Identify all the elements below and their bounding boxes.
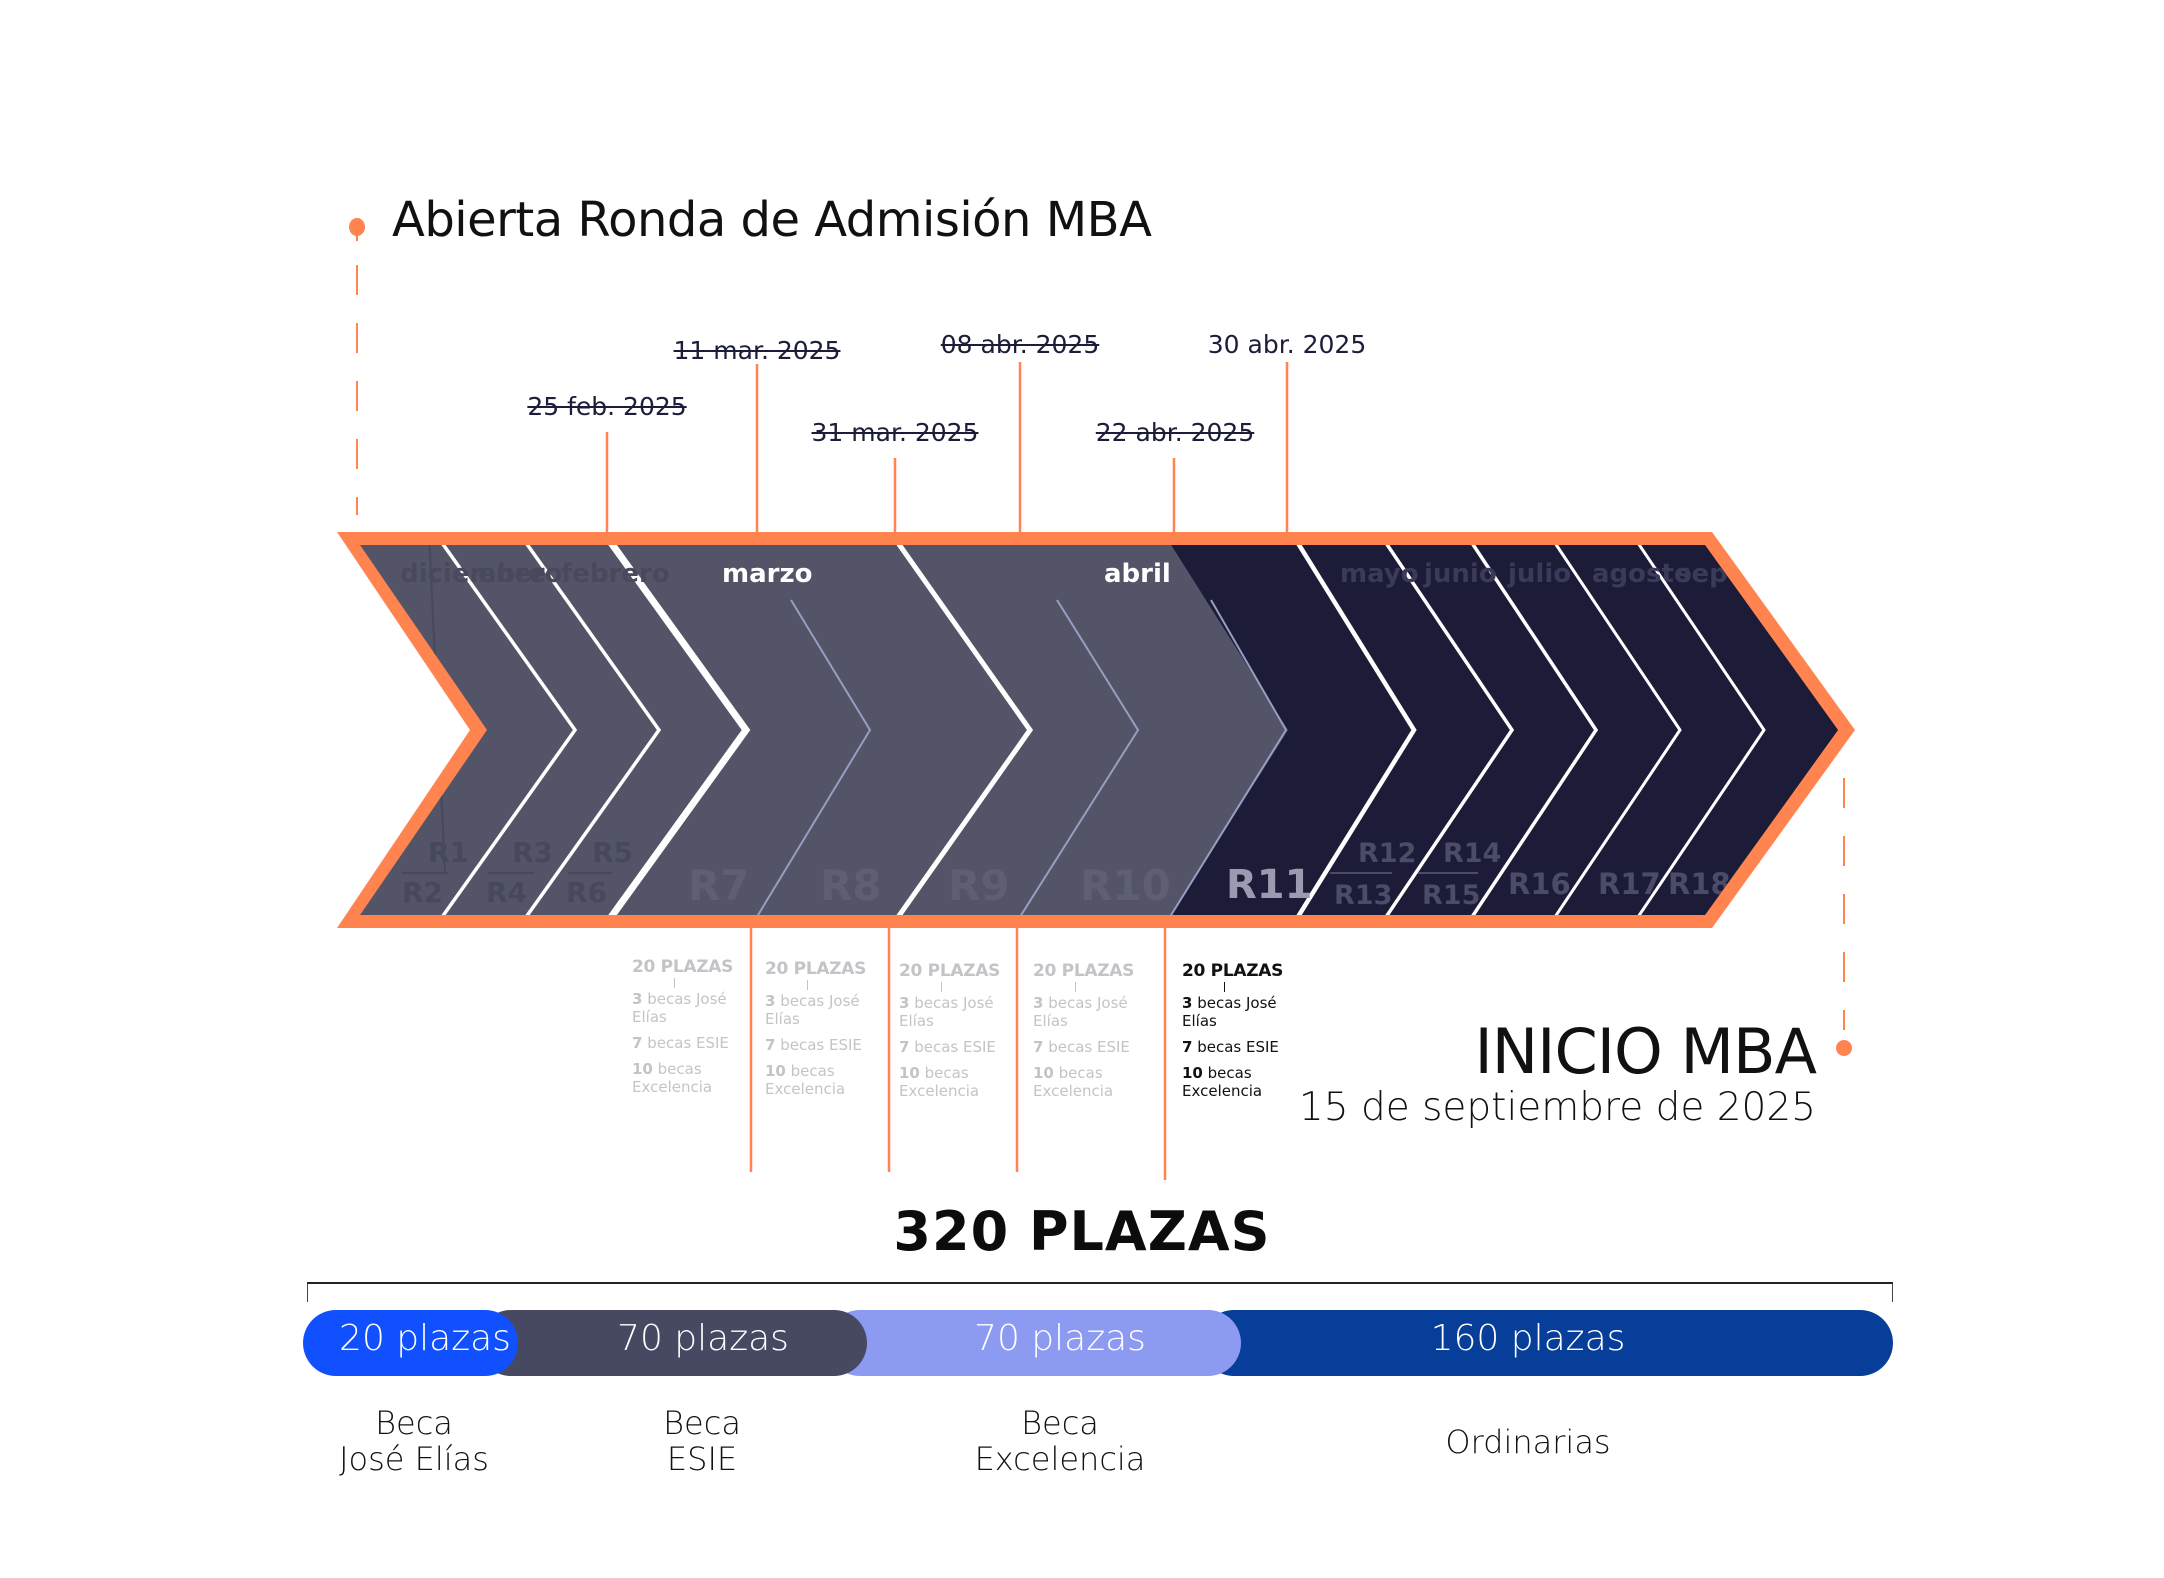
start-title: INICIO MBA: [1474, 1015, 1817, 1088]
month-label: enero: [478, 559, 562, 589]
month-label: febrero: [561, 559, 670, 589]
plazas-segment: [1201, 1310, 1893, 1376]
month-label: marzo: [722, 559, 812, 589]
round-label: R2: [402, 876, 443, 909]
round-label: R9: [948, 861, 1010, 910]
plazas-segment-label: 70 plazas: [617, 1318, 789, 1359]
deadline-label: 30 abr. 2025: [1207, 330, 1367, 359]
plazas-segment-label: 70 plazas: [974, 1318, 1146, 1359]
chevron-divider: [438, 545, 578, 915]
round-detail-r11: 20 PLAZAS 3 becas José Elías 7 becas ESI…: [1182, 961, 1284, 1100]
month-label: septiembre: [1676, 559, 1843, 589]
plazas-segment-label: 160 plazas: [1430, 1318, 1626, 1359]
month-label: mayo: [1340, 559, 1419, 589]
chevron-divider: [893, 545, 1034, 915]
deadline-label: 11 mar. 2025: [673, 336, 841, 365]
deadline-label: 08 abr. 2025: [940, 330, 1100, 359]
deadline-label: 25 feb. 2025: [527, 392, 687, 421]
round-label: R10: [1080, 861, 1171, 910]
round-detail-r9: 20 PLAZAS 3 becas José Elías 7 becas ESI…: [899, 961, 1001, 1100]
round-label: R1: [428, 836, 469, 869]
chevron-divider: [1551, 545, 1682, 915]
chevron-divider: [754, 599, 872, 915]
chevron-divider: [1294, 545, 1417, 915]
plazas-bar: [303, 1310, 1893, 1376]
start-dashed-line: [356, 265, 358, 515]
plazas-category-label: Ordinarias: [1445, 1423, 1611, 1461]
deadline-label: 22 abr. 2025: [1095, 418, 1255, 447]
chevron-divider: [1382, 545, 1515, 915]
round-detail-r7: 20 PLAZAS 3 becas José Elías 7 becas ESI…: [632, 957, 734, 1096]
round-label: R4: [486, 876, 527, 909]
chevron-divider: [606, 545, 751, 915]
plazas-segment: [477, 1310, 868, 1376]
plazas-segment-label: 20 plazas: [339, 1318, 511, 1359]
deadline-label: 31 mar. 2025: [811, 418, 979, 447]
month-label: agosto: [1592, 559, 1692, 589]
start-marker-dot: [349, 218, 365, 236]
chevron-divider: [1167, 599, 1288, 915]
start-date: 15 de septiembre de 2025: [1298, 1085, 1816, 1130]
round-label: R15: [1422, 880, 1480, 911]
chevron-divider: [1468, 545, 1599, 915]
round-label: R14: [1443, 838, 1501, 869]
current-round-label: R11: [1226, 862, 1312, 908]
round-label: R17: [1598, 867, 1661, 901]
month-label: junio: [1423, 559, 1497, 589]
total-plazas: 320 PLAZAS: [893, 1200, 1271, 1263]
round-detail-r10: 20 PLAZAS 3 becas José Elías 7 becas ESI…: [1033, 961, 1135, 1100]
round-label: R12: [1358, 838, 1416, 869]
plazas-segment: [827, 1310, 1242, 1376]
round-label: R5: [592, 836, 633, 869]
month-label: julio: [1507, 559, 1571, 589]
round-detail-r8: 20 PLAZAS 3 becas José Elías 7 becas ESI…: [765, 959, 867, 1098]
month-label: diciembre: [400, 559, 546, 589]
start-marker-stem: [356, 233, 358, 241]
round-pair-divider: [403, 545, 446, 873]
round-label: R6: [566, 876, 607, 909]
month-label: abril: [1104, 559, 1171, 589]
end-marker-dot: [1836, 1040, 1852, 1056]
total-bracket: [307, 1282, 1893, 1302]
round-label: R8: [820, 861, 882, 910]
chevron-divider: [1634, 545, 1766, 915]
round-label: R7: [688, 861, 750, 910]
page-title: Abierta Ronda de Admisión MBA: [392, 192, 1152, 248]
plazas-segment: [303, 1310, 518, 1376]
chevron-divider: [522, 545, 662, 915]
chevron-divider: [1017, 599, 1140, 915]
round-label: R13: [1334, 880, 1392, 911]
round-label: R3: [512, 836, 553, 869]
future-region: [1168, 545, 1838, 915]
round-label: R16: [1508, 867, 1571, 901]
